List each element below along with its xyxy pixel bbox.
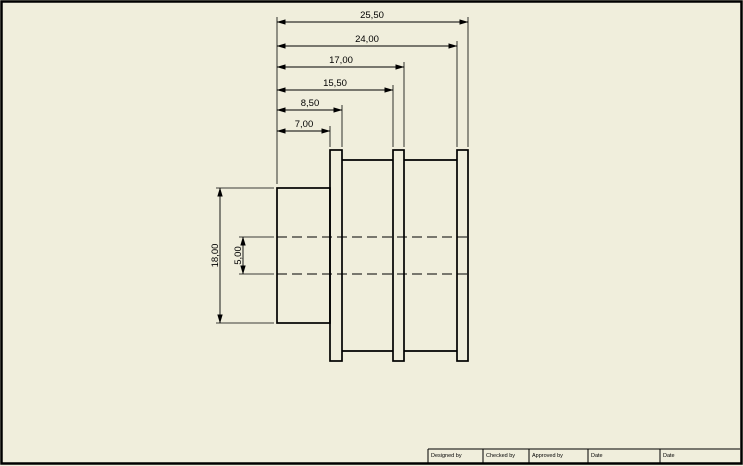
dim-text-25-50: 25,50 [360,10,384,21]
part-hub-outline [276,187,331,324]
titleblock-date-label-2: Date [663,453,675,459]
dim-text-15-50: 15,50 [323,78,347,89]
dim-text-24-00: 24,00 [355,34,379,45]
dim-text-5-00: 5,00 [233,246,244,265]
dim-text-8-50: 8,50 [301,98,320,109]
dim-text-17-00: 17,00 [329,55,353,66]
dim-text-7-00: 7,00 [295,119,314,130]
part-flange-right-outline [456,149,469,362]
part-flange-left-outline [329,149,343,362]
titleblock-approved-by-label: Approved by [532,453,563,459]
dim-text-18-00: 18,00 [210,244,221,268]
titleblock-checked-by-label: Checked by [486,453,515,459]
titleblock-date-label: Date [591,453,603,459]
titleblock-designed-by-label: Designed by [431,453,462,459]
part-flange-middle-outline [392,149,405,362]
